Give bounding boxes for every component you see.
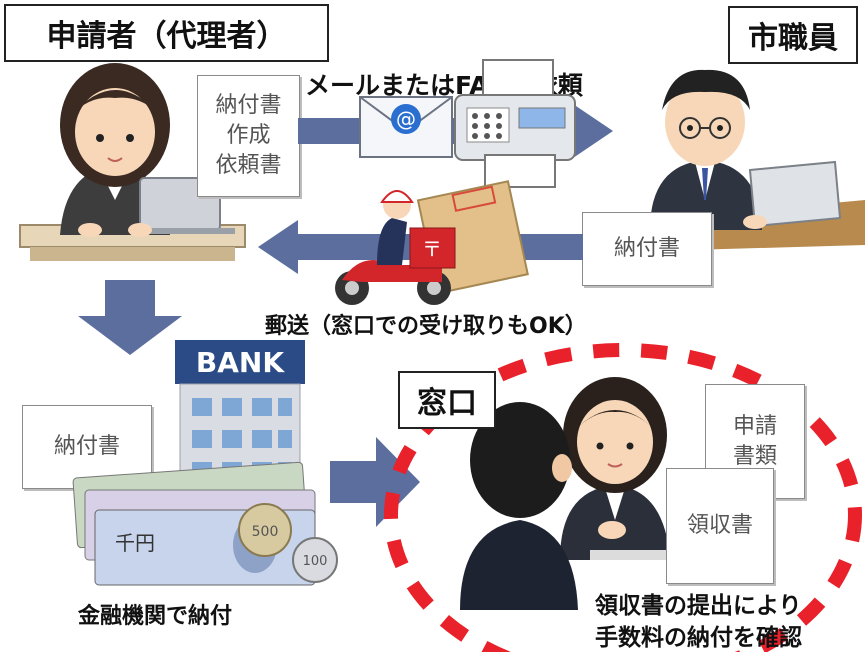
staff-label-text: 市職員 — [748, 21, 838, 56]
request-document-text: 納付書 作成 依頼書 — [215, 93, 282, 178]
window-label: 窓口 — [398, 371, 496, 429]
bank-caption: 金融機関で納付 — [78, 598, 232, 630]
receipt-document: 領収書 — [666, 468, 774, 584]
return-document: 納付書 — [582, 212, 712, 286]
banknote-yen-text: 千円 — [115, 531, 155, 555]
applicant-label: 申請者（代理者） — [4, 4, 329, 62]
mail-scooter-illustration: 〒 — [335, 180, 529, 305]
email-envelope-icon: @ — [359, 96, 453, 158]
bank-document-text: 納付書 — [53, 434, 120, 459]
svg-text:〒: 〒 — [422, 237, 442, 261]
down-arrow — [78, 280, 182, 355]
mail-caption-text: 郵送（窓口での受け取りもOK） — [265, 314, 587, 339]
email-symbol: @ — [396, 107, 416, 131]
applicant-label-text: 申請者（代理者） — [46, 19, 287, 54]
receipt-document-text: 領収書 — [686, 513, 753, 538]
bank-sign-text: BANK — [196, 346, 285, 379]
coin-500-text: 500 — [252, 524, 279, 540]
request-document: 納付書 作成 依頼書 — [197, 75, 300, 197]
return-document-text: 納付書 — [613, 236, 680, 261]
applicant-illustration — [19, 63, 246, 261]
staff-illustration — [650, 69, 865, 250]
window-caption-line2-text: 手数料の納付を確認 — [595, 625, 802, 651]
staff-label: 市職員 — [728, 6, 858, 64]
bank-caption-text: 金融機関で納付 — [78, 604, 233, 629]
window-caption-line2: 手数料の納付を確認 — [595, 618, 802, 652]
window-highlight-ellipse — [384, 343, 862, 652]
window-caption-line1-text: 領収書の提出により — [595, 593, 802, 619]
window-caption-line1: 領収書の提出により — [595, 586, 802, 620]
window-label-text: 窓口 — [417, 386, 477, 421]
application-document-text: 申請 書類 — [732, 413, 777, 469]
coin-100-text: 100 — [303, 554, 328, 569]
mail-caption: 郵送（窓口での受け取りもOK） — [265, 308, 587, 340]
window-counter-illustration — [460, 377, 720, 610]
banknotes-coins-illustration: 10000 千円 500 100 — [72, 461, 338, 586]
fax-machine-icon — [454, 59, 576, 188]
